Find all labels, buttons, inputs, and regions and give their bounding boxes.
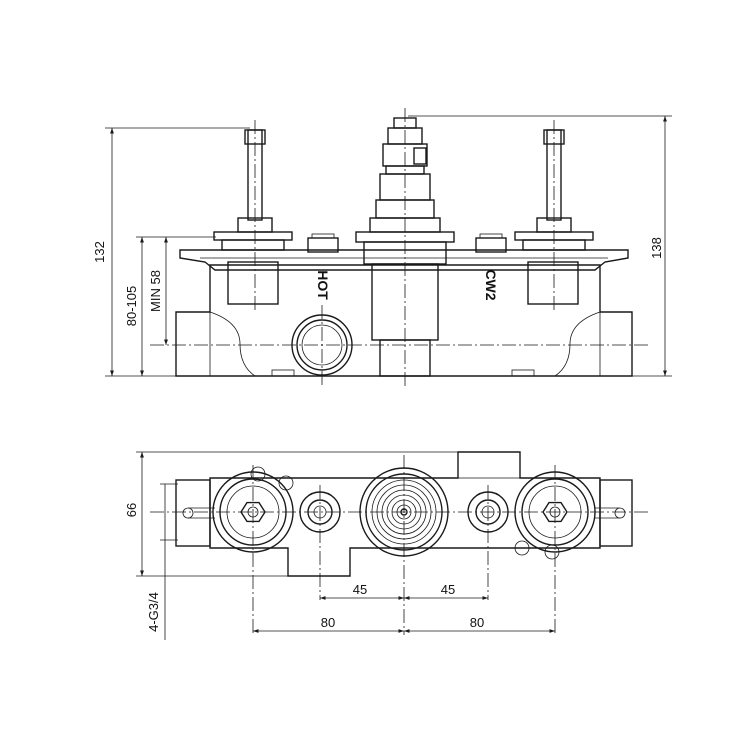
dim-138: 138 — [649, 237, 664, 259]
dim-min-58: MIN 58 — [148, 270, 163, 312]
dim-4-g3-4: 4-G3/4 — [146, 592, 161, 632]
hot-label: HOT — [315, 270, 331, 300]
right-outlet — [599, 479, 633, 547]
valve-body — [175, 264, 633, 377]
dim-45-right: 45 — [441, 582, 455, 597]
front-view: HOT CW2 — [150, 108, 650, 388]
cw2-label: CW2 — [483, 269, 499, 300]
front-dimensions: 132 80-105 MIN 58 138 — [92, 115, 672, 377]
plan-view — [150, 451, 648, 635]
plan-dimensions: 66 4-G3/4 45 45 80 80 — [124, 451, 555, 640]
dim-80-105: 80-105 — [124, 286, 139, 326]
dim-45-left: 45 — [353, 582, 367, 597]
dim-80-right: 80 — [470, 615, 484, 630]
left-outlet — [175, 479, 211, 547]
plan-body — [209, 451, 601, 577]
left-stop-valve — [213, 129, 293, 305]
dim-132: 132 — [92, 241, 107, 263]
dim-66: 66 — [124, 503, 139, 517]
dim-80-left: 80 — [321, 615, 335, 630]
mounting-flange — [179, 249, 629, 271]
